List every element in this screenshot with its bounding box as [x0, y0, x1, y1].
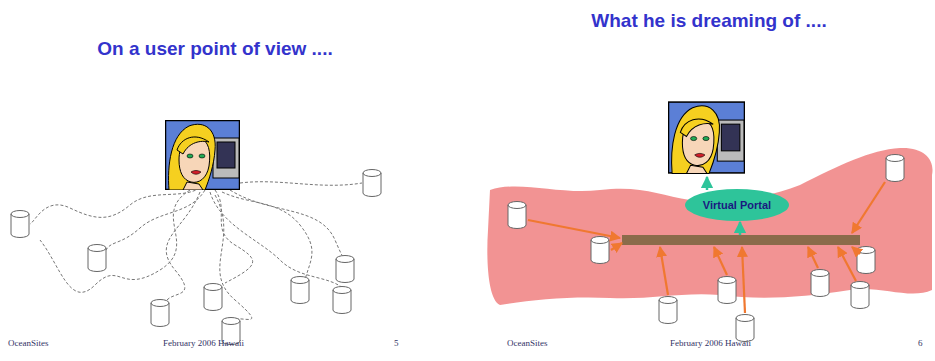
page-number: 6	[918, 338, 923, 348]
user-icon	[166, 121, 240, 191]
user-icon	[669, 102, 745, 173]
slide-title: On a user point of view ....	[95, 38, 335, 60]
footer-text: OceanSites	[507, 338, 548, 348]
ellipse-shape	[685, 189, 789, 221]
portal-ellipse: Virtual Portal	[685, 189, 789, 221]
node-label: Virtual Portal	[685, 199, 789, 211]
footer-text: OceanSites	[8, 338, 49, 348]
page-number: 5	[394, 338, 399, 348]
footer-text: February 2006 Hawaii	[670, 338, 751, 348]
footer-text: February 2006 Hawaii	[163, 338, 244, 348]
feed-arrows	[528, 182, 885, 313]
slide-title: What he is dreaming of ....	[578, 10, 840, 32]
integration-bar	[622, 235, 860, 245]
database-cylinders	[11, 170, 381, 345]
tangled-links	[30, 182, 362, 320]
database-cylinders	[508, 155, 904, 342]
